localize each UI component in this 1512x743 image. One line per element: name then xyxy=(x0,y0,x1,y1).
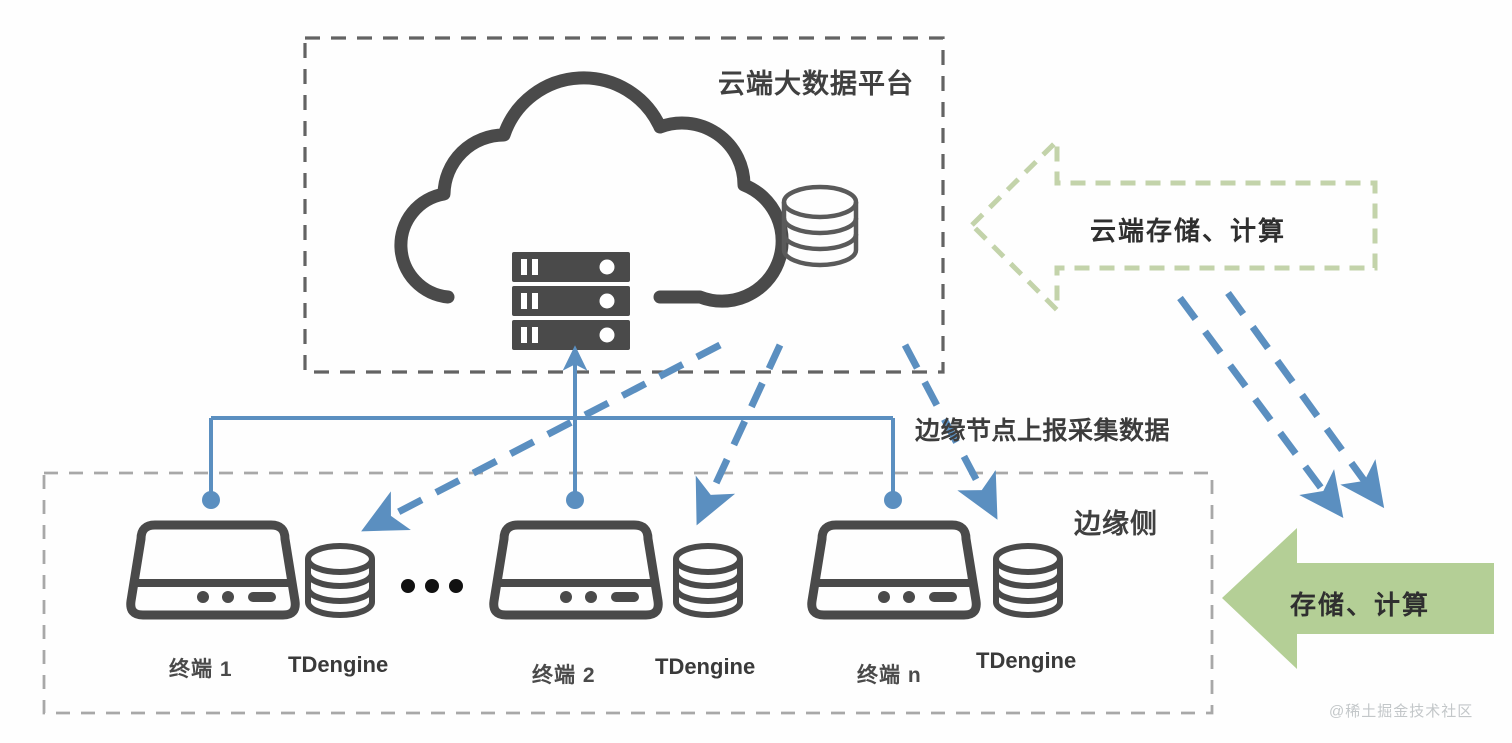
edge-zone-box xyxy=(42,471,1214,715)
terminal-n-database-icon xyxy=(993,543,1063,618)
cloud-zone-box xyxy=(303,36,945,374)
cloud-storage-arrow-label: 云端存储、计算 xyxy=(1090,216,1287,246)
bus-terminal-dots xyxy=(202,491,902,509)
watermark-label: @稀土掘金技术社区 xyxy=(1329,703,1474,720)
terminal-n-db-label: TDengine xyxy=(976,648,1077,673)
edge-to-cloud-bus xyxy=(209,345,895,498)
edge-zone-title: 边缘侧 xyxy=(1074,509,1158,539)
terminal-device-n-icon xyxy=(807,520,981,620)
right-dashed-arrows xyxy=(1177,290,1385,518)
terminal-2-label: 终端 2 xyxy=(532,664,596,687)
terminal-2-db-label: TDengine xyxy=(655,654,756,679)
terminal-2-database-icon xyxy=(673,543,743,618)
terminal-1-label: 终端 1 xyxy=(169,658,233,681)
edge-storage-arrow-label: 存储、计算 xyxy=(1290,590,1431,620)
cloud-zone-title: 云端大数据平台 xyxy=(718,69,914,99)
edge-storage-arrow xyxy=(1222,528,1494,669)
cloud-to-edge-dashed-arrows xyxy=(361,341,998,532)
cloud-storage-arrow xyxy=(968,135,1378,317)
terminal-device-1-icon xyxy=(126,520,300,620)
database-cylinder-icon xyxy=(781,184,859,268)
terminal-device-2-icon xyxy=(489,520,663,620)
upload-annotation-label: 边缘节点上报采集数据 xyxy=(915,417,1171,445)
terminal-n-label: 终端 n xyxy=(857,664,922,687)
terminal-ellipsis-dots xyxy=(401,579,463,593)
terminal-1-database-icon xyxy=(305,543,375,618)
terminal-1-db-label: TDengine xyxy=(288,652,389,677)
server-rack-icon xyxy=(512,252,630,350)
